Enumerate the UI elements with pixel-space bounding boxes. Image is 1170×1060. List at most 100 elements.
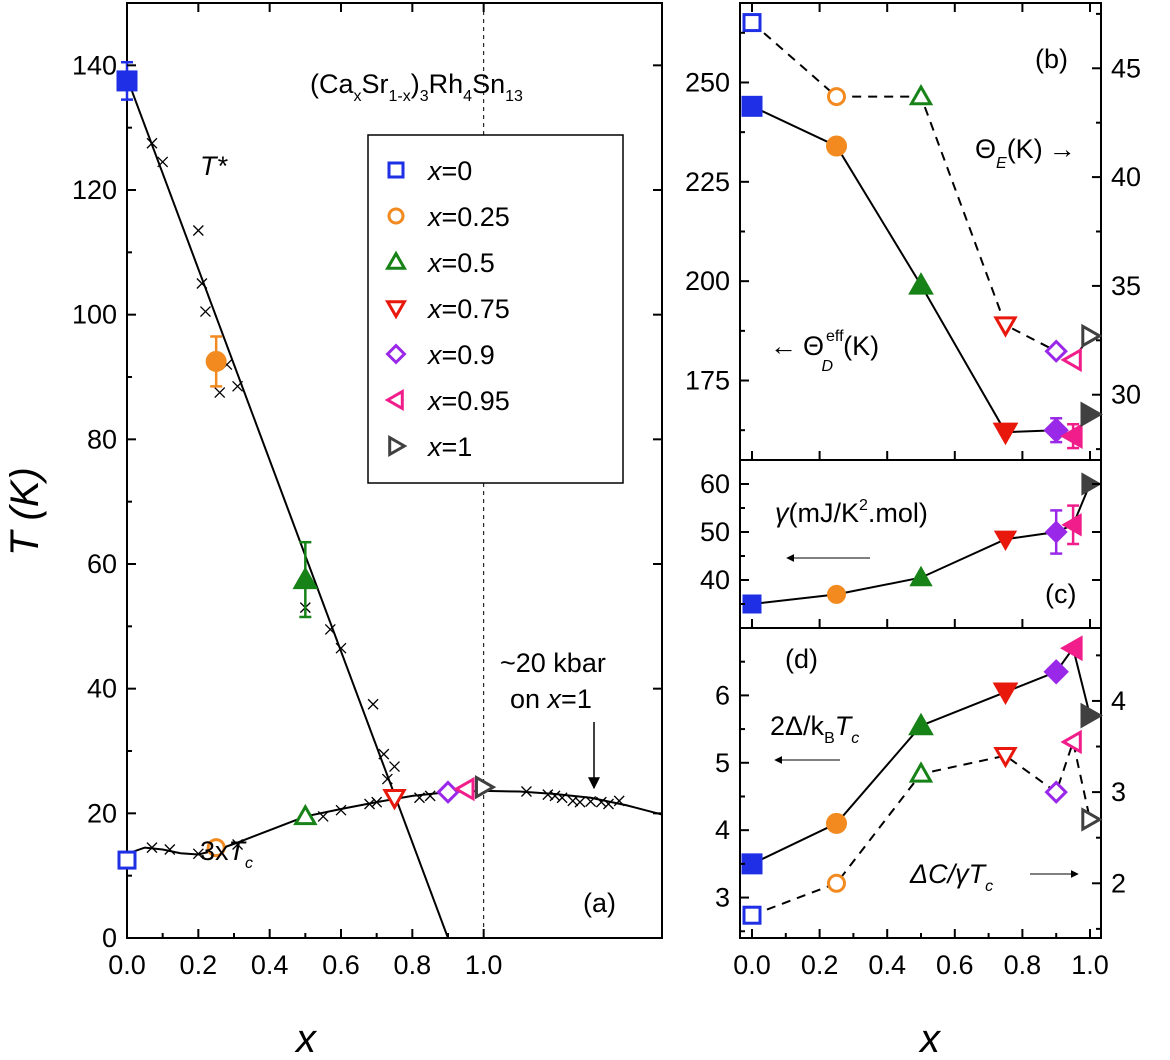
gap-line [751, 645, 1091, 865]
tc-cross [232, 839, 244, 850]
panel-a-x-tick-label: 0.6 [322, 950, 360, 980]
legend-marker [385, 300, 407, 320]
panel-d-yleft-tick-label: 4 [715, 815, 730, 845]
panel-c-yleft-tick-label: 60 [700, 469, 730, 499]
tstar-cross [146, 137, 158, 149]
einstein-point [1081, 323, 1103, 349]
tc-point [474, 774, 497, 800]
legend-label: x=0.25 [426, 202, 510, 232]
debye-point [908, 272, 934, 295]
legend-label: x=0.95 [426, 386, 510, 416]
legend-label: x=0.5 [426, 248, 495, 278]
gap-point [1043, 659, 1069, 685]
tc-fit-curve [126, 789, 663, 856]
tc-cross [164, 844, 176, 855]
tstar-cross [157, 156, 169, 168]
tstar-cross [367, 698, 379, 710]
panel-a-y-tick-label: 20 [87, 798, 117, 828]
dc-label: ΔC/γTc [909, 859, 993, 895]
panel-a-y-tick-label: 40 [87, 674, 117, 704]
dc-point [908, 761, 934, 783]
panel-a-y-tick-label: 100 [72, 300, 117, 330]
tc-cross [595, 796, 607, 808]
panel-b-yright-tick-label: 30 [1111, 380, 1141, 410]
legend-marker [385, 250, 407, 270]
einstein-point [1044, 339, 1068, 363]
tstar-cross [196, 278, 208, 289]
panel-b-label: (b) [1035, 44, 1068, 74]
tstar-label: T* [200, 151, 228, 181]
panel-a-x-tick-label: 0.4 [251, 950, 289, 980]
einstein-point [908, 83, 934, 106]
tstar-cross [232, 380, 244, 392]
panel-d-yleft-tick-label: 3 [715, 883, 730, 913]
dc-point [1044, 780, 1068, 804]
panel-b-yleft-tick-label: 225 [685, 167, 730, 197]
tstar-cross [214, 387, 226, 399]
legend-marker [385, 343, 407, 365]
einstein-point [742, 13, 762, 33]
tstar-cross [335, 642, 347, 654]
tc-cross [585, 796, 597, 807]
einstein-label: ΘE(K)→ [975, 134, 1076, 172]
tc-cross [371, 796, 383, 808]
dc-point [993, 746, 1018, 769]
debye-point [741, 95, 763, 117]
tc-label: 3xTc [200, 836, 253, 872]
gamma-point [1044, 520, 1068, 544]
panel-d-x-tick-label: 1.0 [1071, 950, 1109, 980]
panel-a-x-tick-label: 0.8 [394, 950, 432, 980]
gap-point [1080, 702, 1104, 729]
panel-d-yleft-tick-label: 5 [715, 748, 730, 778]
panel-b-yleft-tick-label: 200 [685, 266, 730, 296]
tc-cross [567, 795, 579, 807]
panel-d-yright-tick-label: 4 [1111, 686, 1126, 716]
panel-c-label: (c) [1045, 579, 1076, 609]
gap-point [908, 712, 934, 736]
debye-point [992, 422, 1019, 446]
panel-a-ylabel: T (K) [3, 467, 47, 556]
panel-a-y-tick-label: 140 [72, 50, 117, 80]
panel-a-frame [126, 2, 663, 939]
tc-cross [192, 848, 204, 860]
dc-point [742, 905, 762, 925]
gamma-point [993, 530, 1018, 552]
panel-d-xlabel: x [918, 1017, 942, 1060]
gap-point [1060, 635, 1083, 662]
legend-marker [387, 161, 405, 179]
tstar-cross [389, 761, 400, 773]
gamma-label: γ(mJ/K2.mol) [775, 497, 928, 528]
tc-cross [556, 792, 568, 804]
panel-c-yleft-tick-label: 50 [700, 517, 730, 547]
panel-b-yright-tick-label: 35 [1111, 271, 1141, 301]
panel-b-yright-tick-label: 40 [1111, 162, 1141, 192]
dc-point [1081, 807, 1103, 832]
debye-point [826, 135, 847, 157]
tc-cross [317, 810, 329, 822]
tc-point [293, 803, 318, 826]
panel-b-yright-tick-label: 45 [1111, 53, 1141, 83]
einstein-point [993, 316, 1018, 338]
legend-label: x=0.9 [426, 340, 495, 370]
panel-a-title: (CaxSr1-x)3Rh4Sn13 [310, 69, 523, 105]
gamma-point [827, 584, 846, 604]
gamma-point [1081, 472, 1102, 496]
legend-label: x=0 [426, 156, 472, 186]
tc-cross [603, 798, 614, 810]
debye-point [1080, 401, 1104, 428]
panel-b-yleft-tick-label: 250 [685, 67, 730, 97]
dc-point [827, 873, 846, 893]
panel-a-x-tick-label: 0.0 [108, 950, 146, 980]
tc-cross [364, 798, 375, 810]
panel-d-x-tick-label: 0.6 [936, 950, 974, 980]
pressure-label-line1: ~20 kbar [500, 648, 606, 678]
panel-a-y-tick-label: 60 [87, 549, 117, 579]
tc-point [206, 838, 226, 858]
panel-a-xlabel: x [294, 1017, 318, 1060]
gap-point [992, 682, 1019, 706]
panel-d-yright-tick-label: 3 [1111, 777, 1126, 807]
